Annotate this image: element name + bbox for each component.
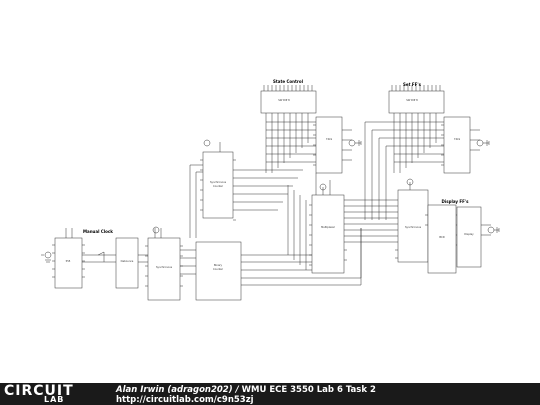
- display-ff-chip-a: [397, 189, 429, 263]
- svg-text:74LS: 74LS: [454, 137, 461, 141]
- circuit-url-link[interactable]: http://circuitlab.com/c9n53zj: [116, 395, 254, 405]
- power-source-state: [348, 139, 356, 147]
- svg-text:Debounce: Debounce: [121, 259, 134, 263]
- state-control-chip: [315, 116, 343, 174]
- author-name: Alan Irwin (adragon202): [116, 385, 233, 395]
- svg-text:74LS: 74LS: [326, 137, 333, 141]
- circuitlab-logo[interactable]: CIRCUIT LAB: [4, 384, 104, 404]
- state-control-dip: [260, 90, 317, 114]
- svg-text:SW DIP 8: SW DIP 8: [406, 98, 418, 102]
- svg-text:Synchronous: Synchronous: [405, 225, 422, 229]
- power-source-set: [476, 139, 484, 147]
- display-ff-chip-c: [456, 206, 482, 268]
- svg-text:Binary: Binary: [214, 263, 223, 267]
- display-ff-chip-b: [427, 204, 457, 274]
- svg-text:Multiplexer: Multiplexer: [321, 225, 336, 229]
- svg-text:SW DIP 8: SW DIP 8: [278, 98, 290, 102]
- power-source-center: [319, 183, 327, 191]
- circuit-schematic: SW DIP 8 SW DIP 8 74LS 74LS Synchronous …: [41, 79, 500, 301]
- power-source-right: [487, 226, 495, 234]
- svg-text:555: 555: [66, 259, 71, 263]
- circuit-title: WMU ECE 3550 Lab 6 Task 2: [241, 385, 376, 395]
- power-source-mid-left: [152, 226, 160, 234]
- counter-chip-a: [147, 237, 181, 301]
- credit-separator: /: [232, 385, 242, 395]
- clock-chip-right: [115, 237, 139, 289]
- credit-line: Alan Irwin (adragon202) / WMU ECE 3550 L…: [116, 385, 376, 395]
- counter-chip-c: [202, 151, 234, 219]
- svg-text:Synchronous: Synchronous: [156, 265, 173, 269]
- svg-text:BCD: BCD: [439, 235, 444, 239]
- set-ff-chip: [443, 116, 471, 174]
- svg-text:Counter: Counter: [213, 267, 224, 271]
- power-source-top-left: [203, 139, 211, 147]
- power-source-clock: [44, 251, 52, 259]
- label-manual-clock: Manual Clock: [83, 229, 113, 234]
- counter-chip-b: [195, 241, 242, 301]
- center-chip: [311, 194, 345, 274]
- logo-text: CIRCUIT: [4, 383, 74, 399]
- svg-text:Display: Display: [464, 232, 474, 236]
- label-set-ff: Set FF's: [403, 82, 422, 87]
- svg-text:Synchronous: Synchronous: [210, 180, 227, 184]
- set-ff-dip: [388, 90, 445, 114]
- svg-text:Counter: Counter: [213, 184, 224, 188]
- power-source-display: [406, 178, 414, 186]
- clock-chip-left: [54, 237, 83, 289]
- label-state-control: State Control: [273, 79, 304, 84]
- logo-sub-text: LAB: [44, 395, 65, 404]
- label-display-ff: Display FF's: [442, 199, 470, 204]
- footer-bar: CIRCUIT LAB Alan Irwin (adragon202) / WM…: [0, 383, 540, 405]
